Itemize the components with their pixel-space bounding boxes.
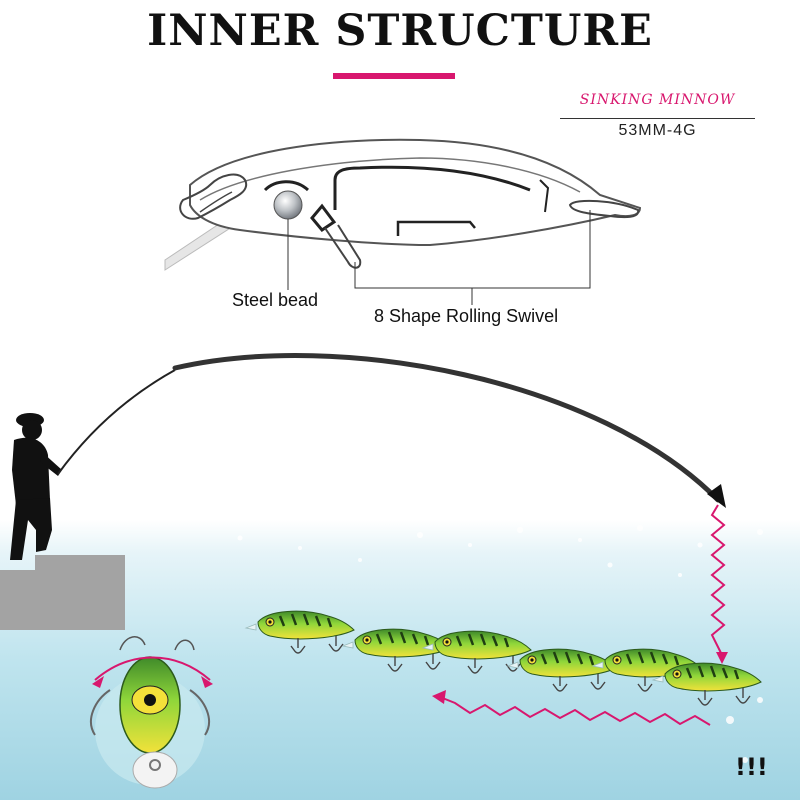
lure-body-outline [189, 138, 642, 247]
title-underline [333, 73, 455, 79]
water-bubbles [237, 525, 763, 763]
model-divider [560, 118, 755, 119]
fishing-rod [57, 369, 176, 475]
steel-bead [273, 190, 303, 220]
line-tie-eye [179, 173, 248, 220]
fisherman-silhouette [10, 413, 62, 560]
lure-structure-diagram [164, 138, 642, 305]
wobble-arrow [94, 656, 211, 681]
retrieve-path [439, 696, 711, 726]
rolling-swivel-front [324, 224, 362, 269]
cast-arrow-head [707, 484, 726, 508]
model-spec: 53MM-4G [618, 122, 697, 139]
warning-mark: !!! [735, 753, 768, 781]
model-name: SINKING MINNOW [579, 92, 736, 108]
swivel-label: 8 Shape Rolling Swivel [374, 306, 559, 326]
dock [0, 555, 125, 630]
sinking-path [710, 504, 726, 656]
rolling-swivel-rear [568, 199, 640, 219]
lure-front-view [90, 636, 213, 789]
page-title: INNER STRUCTURE [147, 6, 653, 56]
cast-trajectory [172, 353, 721, 503]
steel-bead-label: Steel bead [232, 290, 319, 310]
